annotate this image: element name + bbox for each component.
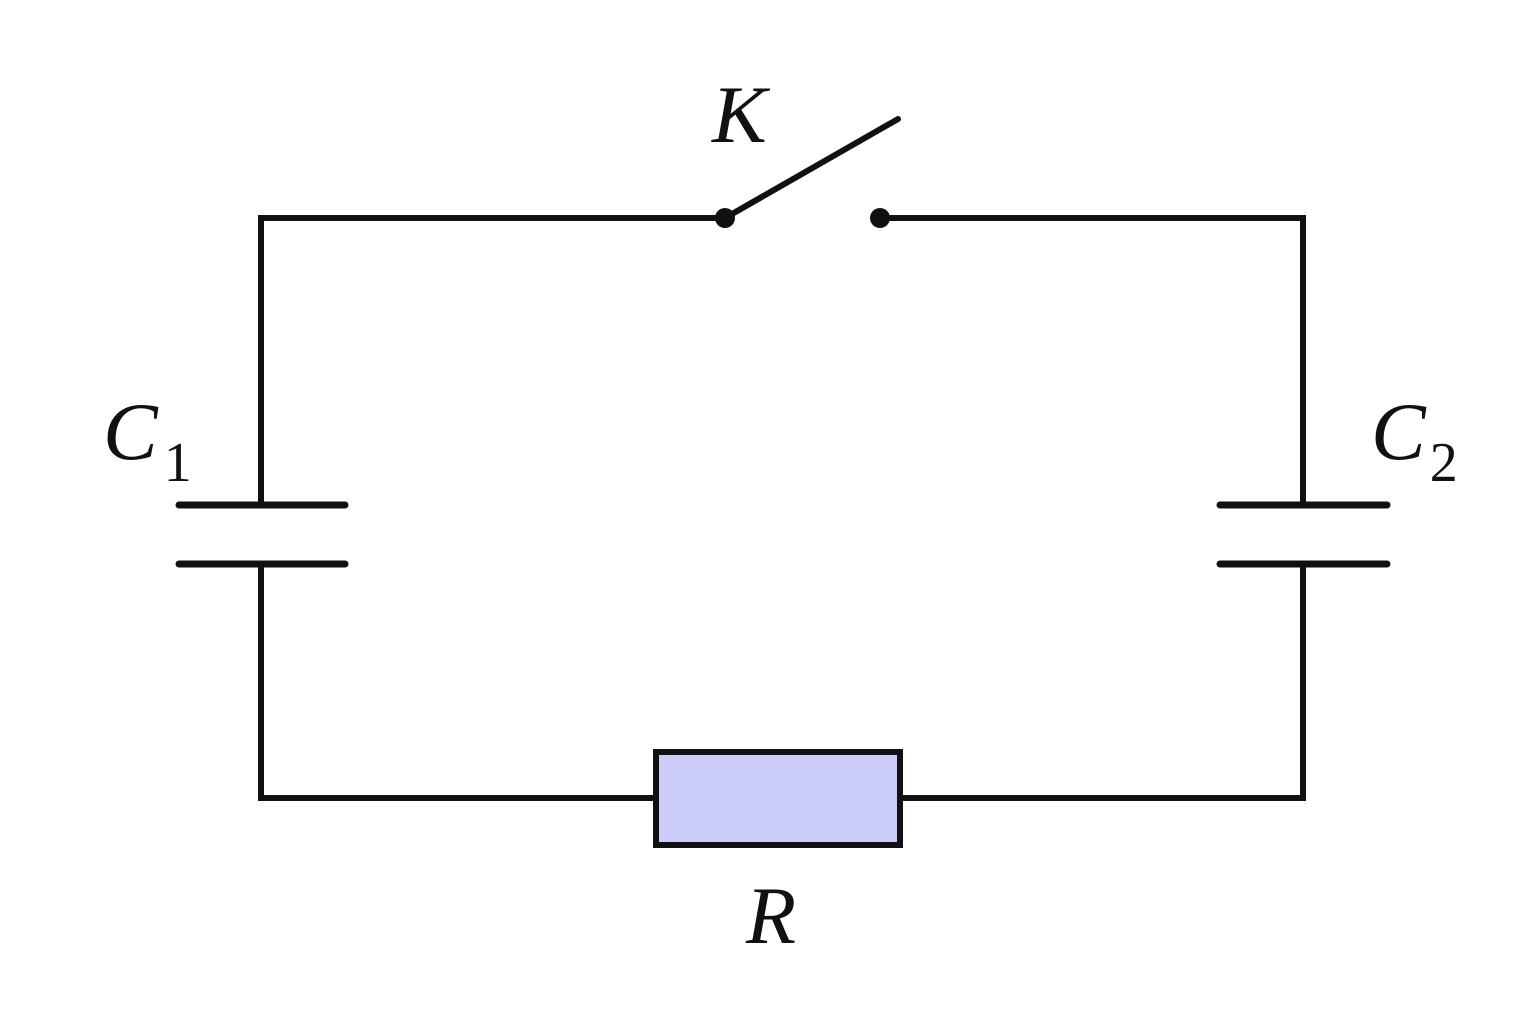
wire-bottom-left (258, 561, 659, 801)
resistor (653, 749, 903, 848)
switch-blade (722, 116, 901, 221)
capacitor-c2-label: C2 (1371, 386, 1458, 494)
capacitor-c2-label-subscript: 2 (1430, 432, 1458, 494)
wire-top-right (877, 215, 1306, 508)
capacitor-c2 (1216, 501, 1391, 568)
wire-top-left (258, 215, 728, 508)
switch-k (715, 116, 901, 228)
resistor-label: R (745, 870, 796, 961)
switch-label: K (711, 69, 771, 160)
switch-terminal-left (715, 208, 735, 228)
capacitor-c1-label-subscript: 1 (164, 432, 192, 494)
wire-bottom-right (897, 561, 1306, 801)
switch-terminal-right (870, 208, 890, 228)
capacitor-c1 (175, 501, 349, 568)
